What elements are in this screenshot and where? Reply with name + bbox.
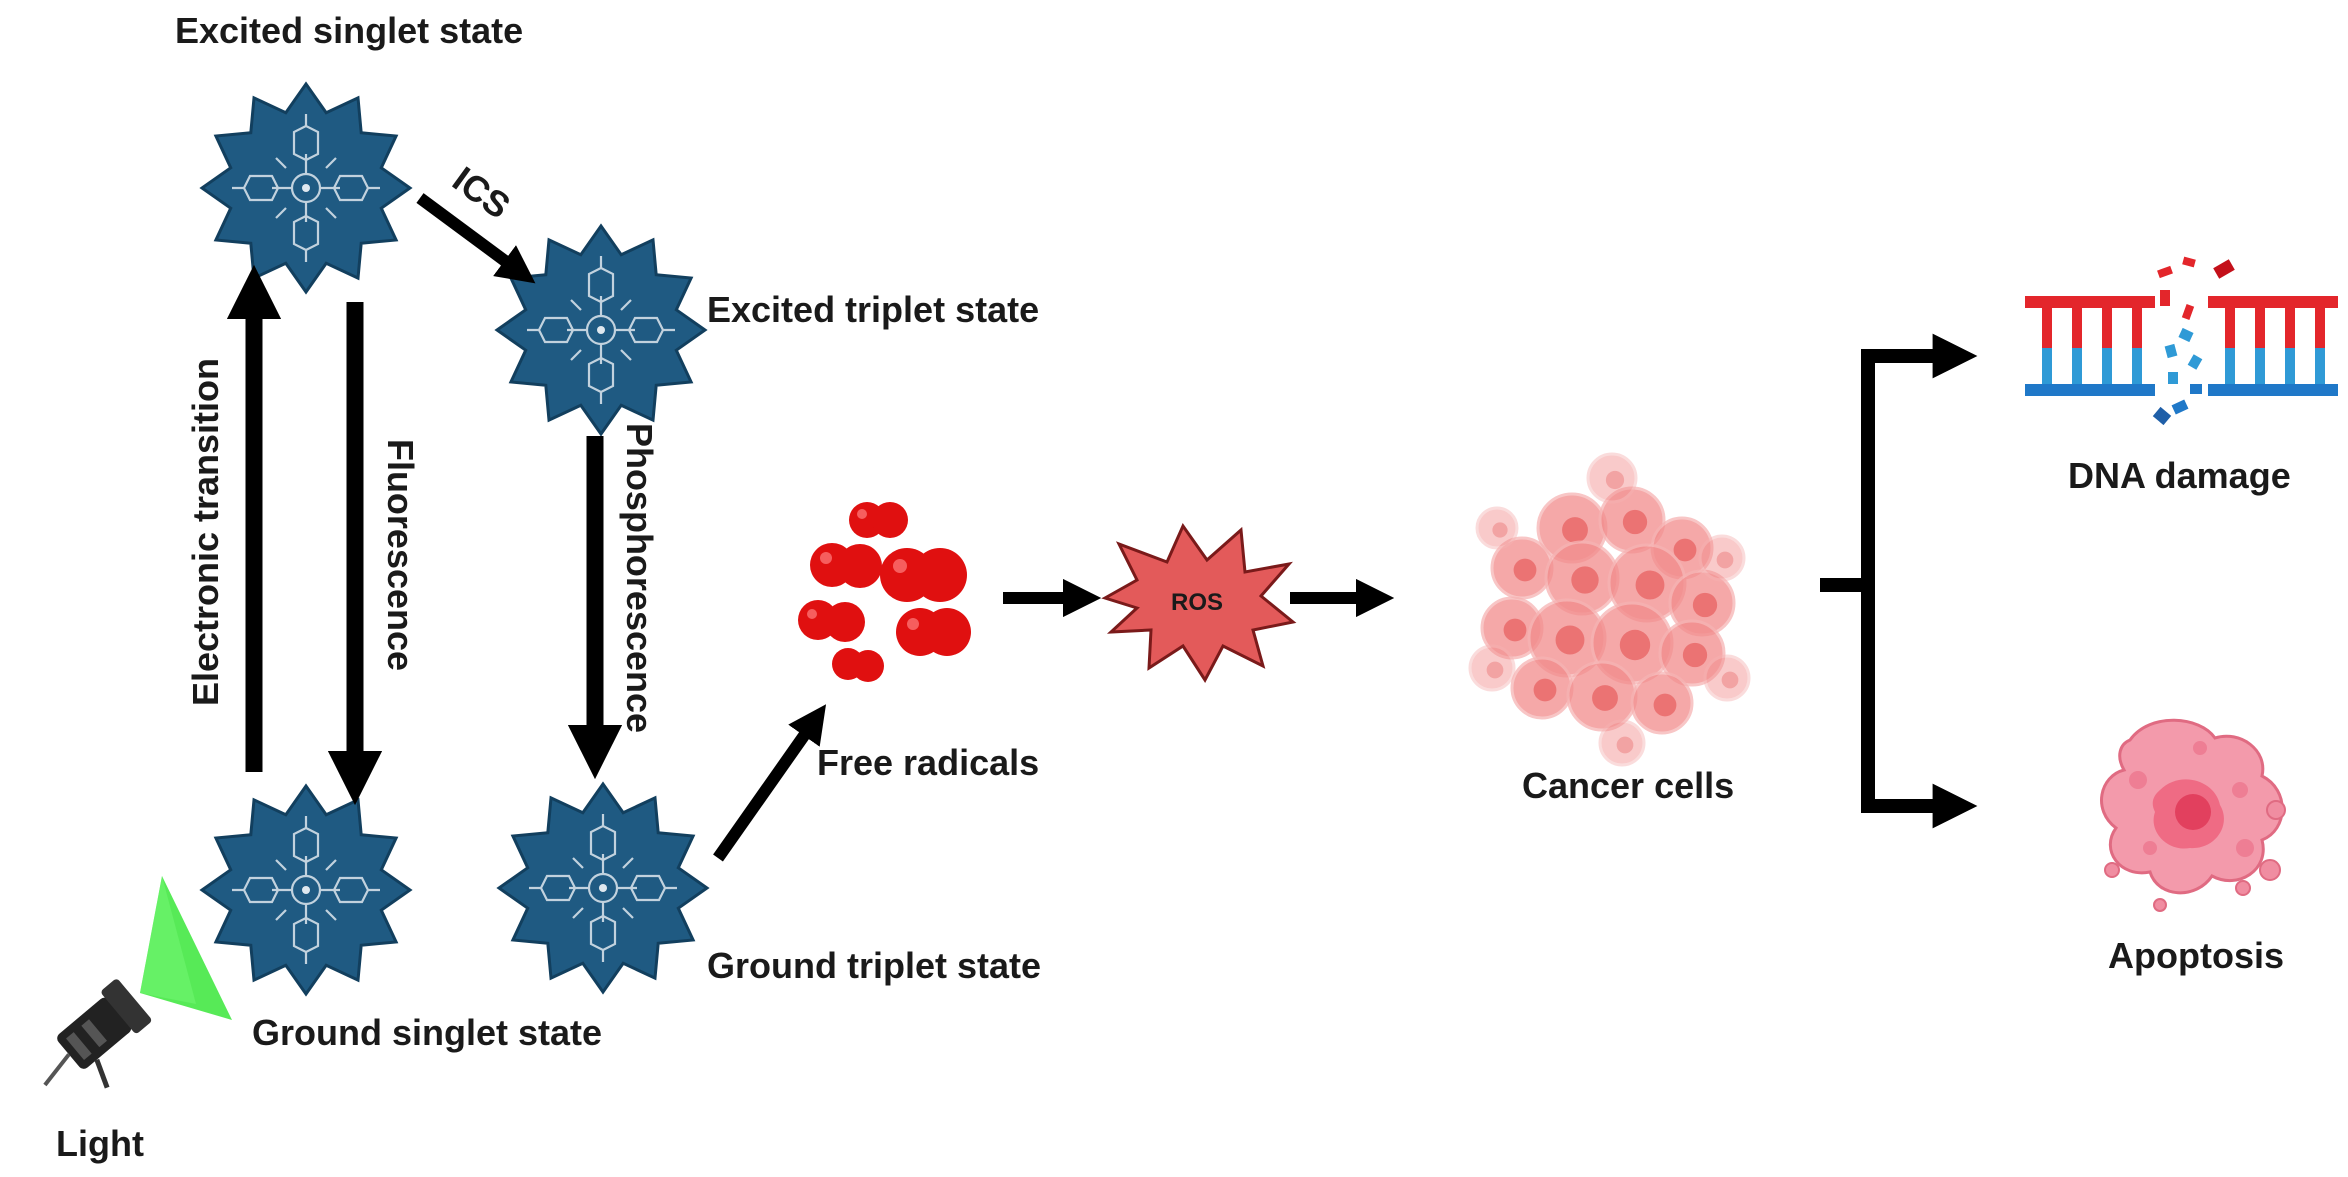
cancer-cell <box>1703 654 1751 702</box>
label-excited-triplet: Excited triplet state <box>707 289 1039 330</box>
cancer-cell <box>1698 534 1746 582</box>
cancer-cell-cluster-icon <box>1468 452 1751 767</box>
oxygen-molecule-icon <box>798 600 865 642</box>
oxygen-molecule-icon <box>896 608 971 656</box>
cancer-cell <box>1658 619 1726 687</box>
molecule-ground-singlet <box>199 783 413 997</box>
molecule-excited-singlet <box>199 81 413 295</box>
cancer-cell <box>1586 452 1638 504</box>
cancer-cell <box>1598 719 1646 767</box>
cancer-cell <box>1510 656 1574 720</box>
apoptotic-cell-icon <box>2100 718 2286 912</box>
label-dna-damage: DNA damage <box>2068 455 2291 496</box>
cancer-cell <box>1468 644 1516 692</box>
arrow-to-free-radicals <box>713 704 827 862</box>
cancer-cell <box>1630 671 1694 735</box>
lamp-icon <box>43 979 152 1089</box>
free-radicals-cluster <box>798 502 971 682</box>
label-excited-singlet: Excited singlet state <box>175 10 523 51</box>
label-light: Light <box>56 1123 144 1164</box>
label-ground-triplet: Ground triplet state <box>707 945 1041 986</box>
oxygen-molecule-icon <box>849 502 908 538</box>
oxygen-molecule-icon <box>832 648 884 682</box>
label-ros: ROS <box>1171 589 1223 616</box>
light-source <box>43 876 232 1089</box>
label-cancer-cells: Cancer cells <box>1522 765 1734 806</box>
ros-burst: ROS <box>1101 522 1297 683</box>
oxygen-molecule-icon <box>880 548 967 602</box>
ros-burst-icon <box>1101 522 1297 683</box>
label-electronic-transition: Electronic transition <box>185 358 226 706</box>
cancer-cell <box>1527 598 1607 678</box>
dna-strand-icon <box>2025 256 2338 426</box>
cancer-cell <box>1490 536 1554 600</box>
label-free-radicals: Free radicals <box>817 742 1039 783</box>
branch-connector <box>1820 333 1978 829</box>
label-ics: ICS <box>445 158 518 226</box>
cancer-cell <box>1475 506 1519 550</box>
molecule-ground-triplet <box>496 781 710 995</box>
label-fluorescence: Fluorescence <box>380 439 421 671</box>
arrow-ics <box>416 193 536 284</box>
label-ground-singlet: Ground singlet state <box>252 1012 602 1053</box>
label-apoptosis: Apoptosis <box>2108 935 2284 976</box>
cancer-cell <box>1566 660 1638 732</box>
molecule-excited-triplet <box>494 223 708 437</box>
label-phosphorescence: Phosphorescence <box>619 423 660 733</box>
oxygen-molecule-icon <box>810 543 882 588</box>
